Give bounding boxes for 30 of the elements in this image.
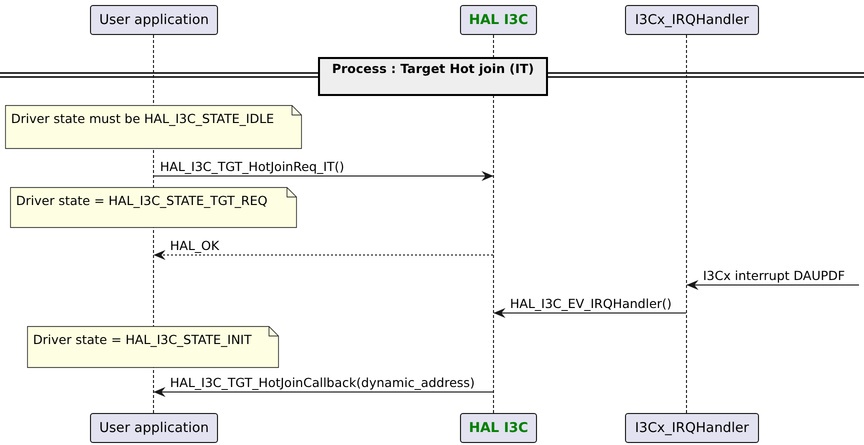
message-label: I3Cx interrupt DAUPDF [702,268,846,283]
participant-name: I3Cx_IRQHandler [635,420,749,436]
participant-name: HAL I3C [468,420,528,436]
note [5,105,302,149]
participant-name: I3Cx_IRQHandler [635,12,749,28]
participant-box [460,5,537,35]
message-arrow [154,171,494,181]
participant-box [625,5,759,35]
message-arrow [686,280,860,290]
note [27,326,279,368]
participant-box [90,413,218,443]
message-arrow [154,387,494,397]
divider-title: Process : Target Hot join (IT) [332,61,534,76]
note-text: Driver state = HAL_I3C_STATE_TGT_REQ [16,193,268,208]
message-arrow [494,308,686,318]
message-label: HAL_OK [169,238,220,253]
participant-name: User application [99,12,209,28]
participant-name: HAL I3C [468,12,528,28]
message-label: HAL_I3C_TGT_HotJoinCallback(dynamic_address) [169,375,476,390]
participant-box [625,413,759,443]
note [10,187,297,228]
return-arrow [154,250,494,260]
lifeline [686,35,687,413]
message-label: HAL_I3C_EV_IRQHandler() [509,296,673,311]
participant-box [90,5,218,35]
participant-box [460,413,537,443]
participant-name: User application [99,420,209,436]
note-text: Driver state must be HAL_I3C_STATE_IDLE [11,111,274,126]
note-text: Driver state = HAL_I3C_STATE_INIT [33,332,252,347]
message-label: HAL_I3C_TGT_HotJoinReq_IT() [159,159,346,174]
